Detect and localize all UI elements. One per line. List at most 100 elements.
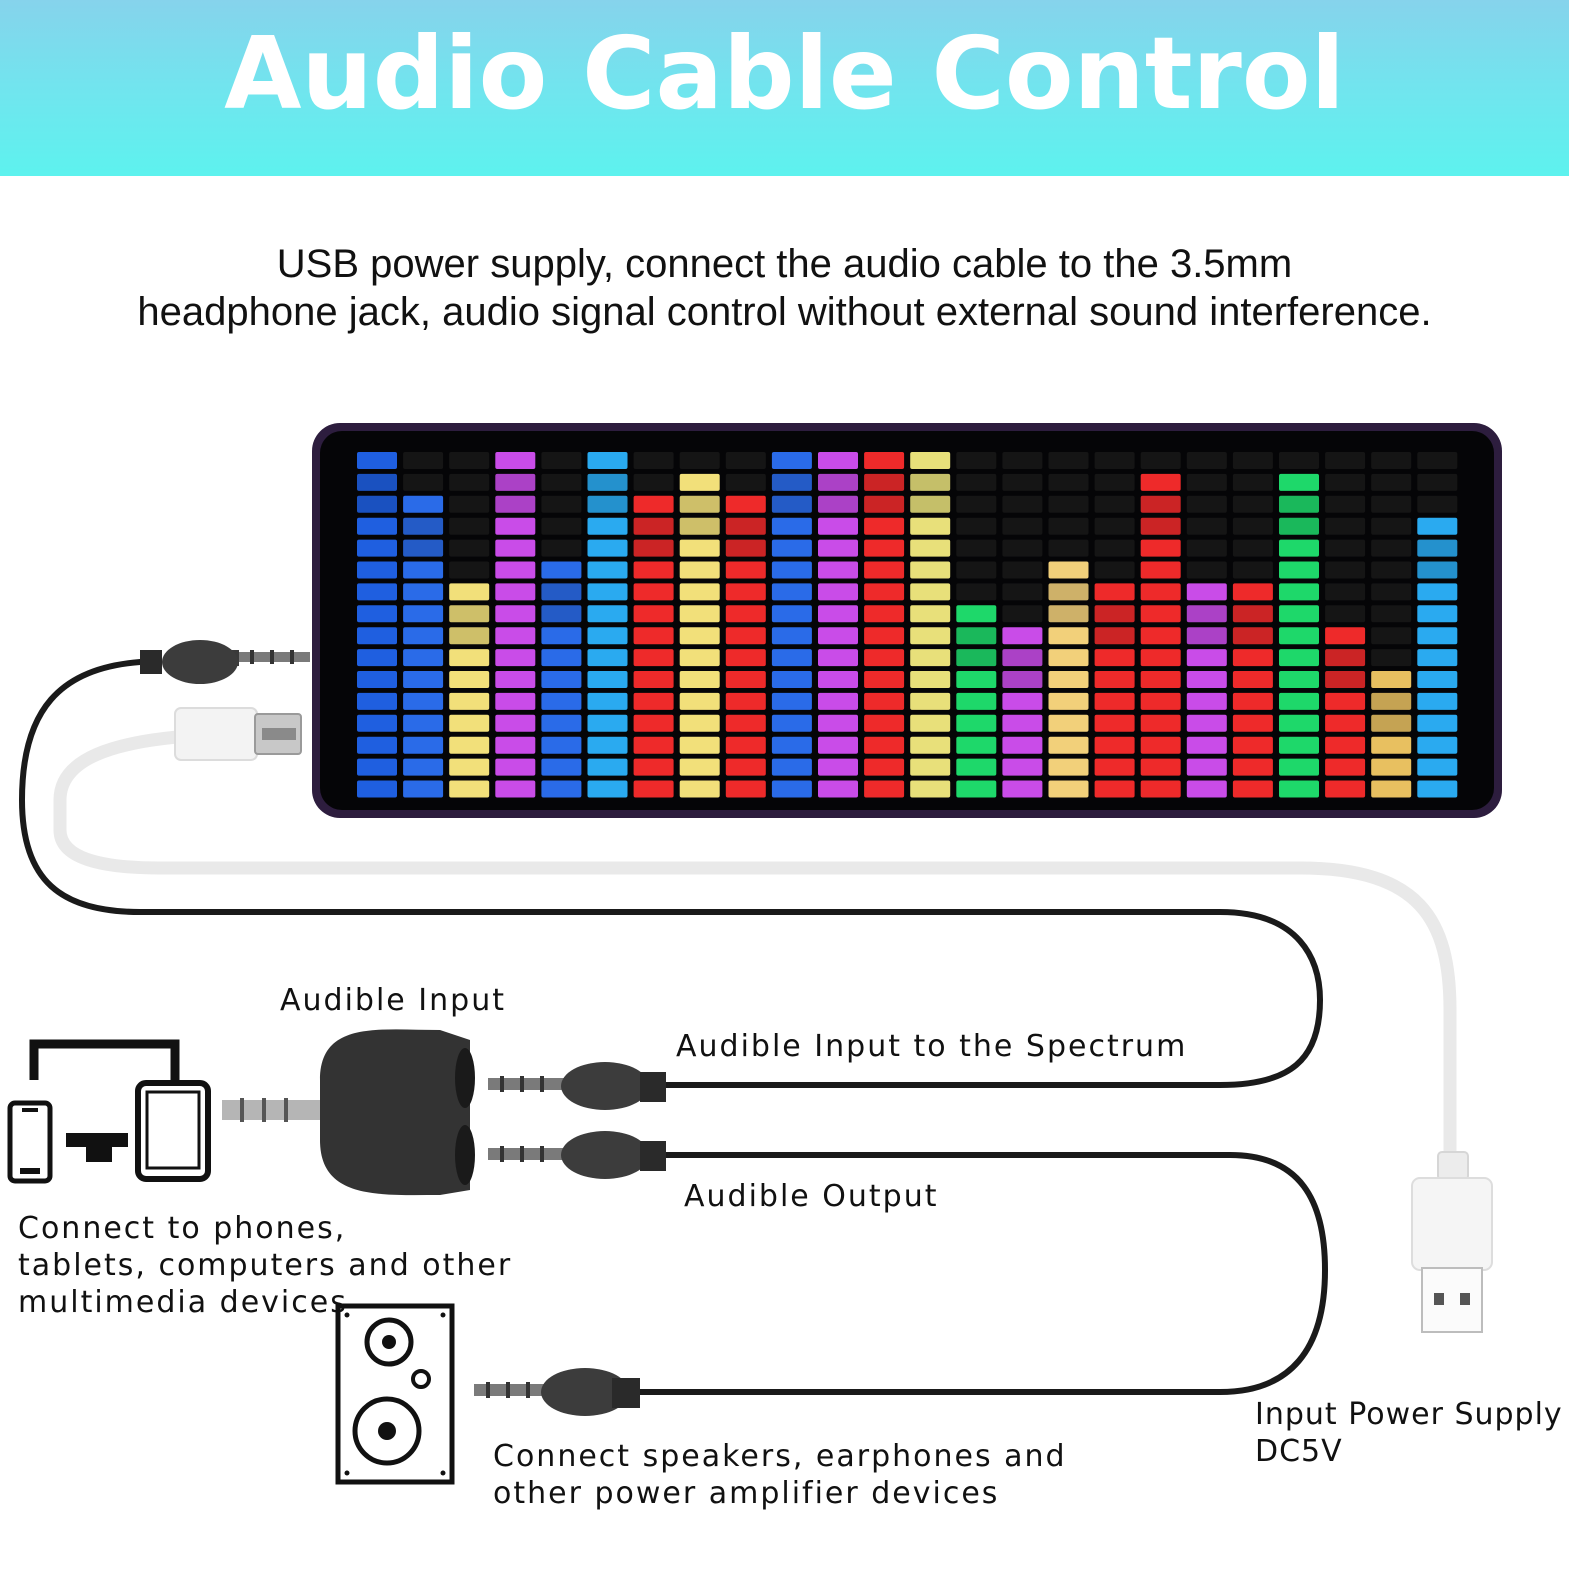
led-cell	[1371, 561, 1412, 579]
led-cell	[1371, 605, 1412, 623]
led-cell	[956, 627, 997, 645]
led-cell	[956, 736, 997, 754]
led-cell	[771, 473, 812, 491]
led-cell	[495, 539, 536, 557]
led-cell	[587, 495, 628, 513]
led-cell	[864, 452, 905, 469]
led-cell	[679, 473, 720, 491]
led-cell	[1094, 627, 1135, 645]
led-cell	[357, 758, 397, 776]
led-cell	[910, 714, 951, 732]
led-cell	[587, 583, 628, 601]
led-cell	[1232, 539, 1273, 557]
led-cell	[449, 649, 490, 667]
led-cell	[771, 780, 812, 798]
page-title: Audio Cable Control	[224, 15, 1345, 132]
led-cell	[725, 671, 766, 688]
led-cell	[956, 539, 997, 557]
led-cell	[1002, 758, 1043, 776]
led-cell	[541, 671, 582, 688]
led-cell	[495, 649, 536, 667]
led-cell	[771, 736, 812, 754]
led-cell	[1417, 495, 1458, 513]
connect-devices-label: Connect to phones, tablets, computers an…	[18, 1210, 512, 1321]
led-cell	[771, 495, 812, 513]
led-cell	[1279, 495, 1319, 513]
led-cell	[1417, 758, 1458, 776]
led-cell	[403, 736, 444, 754]
led-cell	[679, 539, 720, 557]
led-cell	[449, 473, 490, 491]
led-cell	[541, 627, 582, 645]
led-cell	[1417, 605, 1458, 623]
led-cell	[1371, 671, 1412, 688]
led-cell	[910, 736, 951, 754]
led-cell	[449, 539, 490, 557]
led-cell	[1279, 714, 1319, 732]
led-cell	[1186, 758, 1227, 776]
micro-usb-plug-icon	[174, 707, 302, 761]
led-cell	[1417, 692, 1458, 710]
led-cell	[633, 561, 674, 579]
led-cell	[1094, 780, 1135, 798]
led-cell	[1325, 758, 1366, 776]
led-cell	[818, 561, 858, 579]
audio-jack-icon	[488, 1062, 666, 1110]
led-cell	[541, 583, 582, 601]
led-cell	[1140, 539, 1181, 557]
led-cell	[541, 758, 582, 776]
led-cell	[1279, 517, 1319, 535]
led-cell	[1186, 649, 1227, 667]
led-cell	[495, 758, 536, 776]
led-cell	[1371, 495, 1412, 513]
led-cell	[771, 583, 812, 601]
led-cell	[1094, 539, 1135, 557]
led-cell	[725, 736, 766, 754]
led-cell	[818, 714, 858, 732]
led-cell	[818, 627, 858, 645]
led-cell	[541, 452, 582, 469]
led-cell	[864, 649, 905, 667]
led-cell	[1325, 495, 1366, 513]
led-cell	[956, 758, 997, 776]
led-cell	[1279, 649, 1319, 667]
led-cell	[1279, 583, 1319, 601]
led-cell	[633, 452, 674, 469]
audio-jack-icon	[140, 640, 310, 684]
led-cell	[357, 517, 397, 535]
led-cell	[771, 649, 812, 667]
led-cell	[725, 583, 766, 601]
led-cell	[633, 583, 674, 601]
led-cell	[1048, 758, 1089, 776]
led-cell	[679, 649, 720, 667]
connect-devices-line-3: multimedia devices	[18, 1285, 348, 1320]
led-cell	[633, 692, 674, 710]
led-cell	[1371, 517, 1412, 535]
led-cell	[495, 671, 536, 688]
led-cell	[1232, 517, 1273, 535]
led-cell	[587, 692, 628, 710]
led-cell	[771, 714, 812, 732]
description: USB power supply, connect the audio cabl…	[40, 240, 1529, 336]
led-cell	[633, 495, 674, 513]
input-power-supply-line-2: DC5V	[1255, 1434, 1343, 1469]
led-cell	[910, 452, 951, 469]
led-cell	[771, 605, 812, 623]
led-cell	[357, 714, 397, 732]
led-cell	[956, 671, 997, 688]
led-cell	[1325, 780, 1366, 798]
led-cell	[910, 539, 951, 557]
led-cell	[1325, 671, 1366, 688]
led-cell	[864, 495, 905, 513]
led-cell	[725, 627, 766, 645]
connect-speakers-label: Connect speakers, earphones and other po…	[493, 1438, 1067, 1512]
connect-devices-line-1: Connect to phones,	[18, 1211, 347, 1246]
led-cell	[910, 780, 951, 798]
led-cell	[1094, 583, 1135, 601]
led-cell	[1002, 517, 1043, 535]
led-cell	[1279, 473, 1319, 491]
led-cell	[1371, 452, 1412, 469]
led-cell	[910, 473, 951, 491]
led-cell	[818, 671, 858, 688]
led-cell	[1417, 627, 1458, 645]
